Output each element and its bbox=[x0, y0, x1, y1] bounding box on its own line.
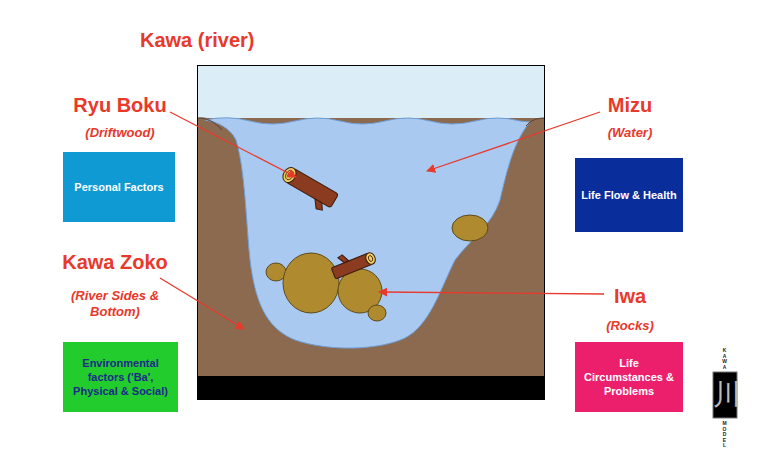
heading: Iwa bbox=[560, 284, 700, 308]
leader-line bbox=[160, 278, 244, 329]
sky bbox=[197, 65, 545, 377]
logo-box bbox=[713, 372, 737, 418]
rock bbox=[283, 253, 339, 313]
frame-base bbox=[197, 376, 545, 400]
logo-letters: KAWA bbox=[722, 348, 727, 370]
subheading: (Rocks) bbox=[565, 318, 695, 334]
driftwood bbox=[276, 165, 338, 215]
leader-line bbox=[170, 112, 296, 177]
log-end bbox=[280, 165, 298, 185]
box-text: Environmental factors ('Ba', Physical & … bbox=[63, 356, 178, 398]
log-branch bbox=[337, 253, 348, 264]
model-component: Iwa (Rocks) Life Circumstances & Problems bbox=[560, 284, 700, 412]
leader-line bbox=[379, 292, 604, 294]
log-ring bbox=[368, 255, 374, 262]
box-text: Life Circumstances & Problems bbox=[575, 356, 683, 398]
river-bank bbox=[197, 118, 545, 377]
subheading: (River Sides & Bottom) bbox=[55, 288, 175, 320]
driftwood bbox=[328, 244, 377, 279]
logo-glyph: 川 bbox=[713, 372, 737, 418]
log-end bbox=[364, 251, 377, 265]
box-text: Life Flow & Health bbox=[575, 188, 682, 202]
left-bank-top bbox=[197, 117, 210, 376]
subheading: (Driftwood) bbox=[50, 125, 190, 141]
logo-letters: MODEL bbox=[722, 421, 727, 449]
subheading: (Water) bbox=[565, 125, 695, 141]
log-branch bbox=[311, 199, 325, 212]
colour-box: Environmental factors ('Ba', Physical & … bbox=[63, 342, 178, 412]
diagram-title: Kawa (river) bbox=[140, 28, 255, 52]
heading: Kawa Zoko bbox=[40, 250, 190, 274]
box-text: Personal Factors bbox=[68, 180, 169, 194]
heading: Mizu bbox=[560, 93, 700, 117]
frame bbox=[198, 66, 545, 400]
rock bbox=[452, 215, 488, 241]
colour-box: Life Circumstances & Problems bbox=[575, 342, 683, 412]
model-component: Mizu (Water) Life Flow & Health bbox=[560, 93, 700, 232]
heading: Ryu Boku bbox=[45, 93, 195, 117]
model-component: Kawa Zoko (River Sides & Bottom) Environme… bbox=[40, 250, 190, 412]
rock bbox=[368, 305, 386, 321]
colour-box: Life Flow & Health bbox=[575, 158, 683, 232]
model-component: Ryu Boku (Driftwood) Personal Factors bbox=[45, 93, 195, 222]
colour-box: Personal Factors bbox=[63, 152, 175, 222]
bank-edge bbox=[526, 118, 545, 126]
